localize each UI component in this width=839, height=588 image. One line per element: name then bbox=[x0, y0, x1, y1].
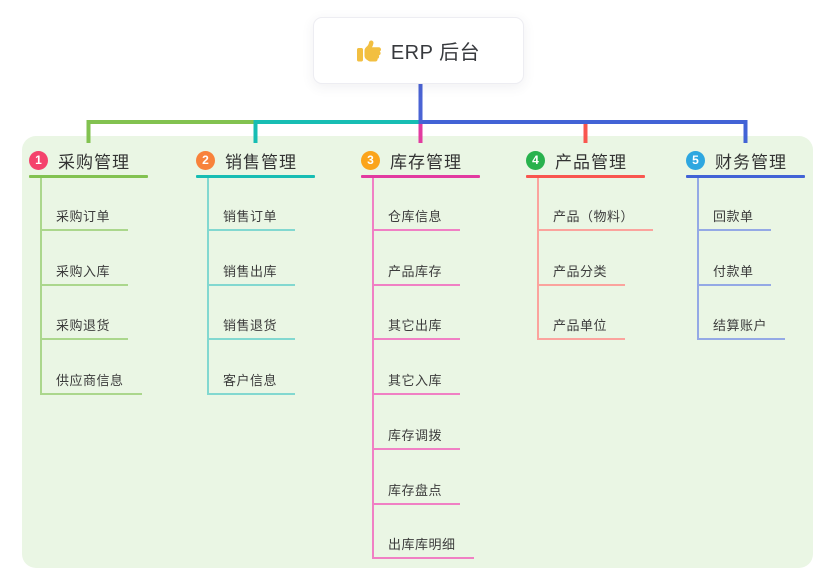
branch-4-spine bbox=[537, 178, 539, 340]
branch-1-underline bbox=[29, 175, 148, 178]
node-branch-3-child-4[interactable]: 其它入库 bbox=[388, 373, 443, 388]
branch-4-child-3-underline bbox=[537, 338, 625, 340]
mindmap-panel bbox=[22, 136, 813, 568]
branch-3-spine bbox=[372, 178, 374, 559]
root-node-title: ERP 后台 bbox=[390, 42, 481, 64]
branch-5-underline bbox=[686, 175, 805, 178]
node-branch-2-child-2[interactable]: 销售出库 bbox=[223, 264, 278, 279]
node-branch-3-header[interactable]: 3 库存管理 bbox=[361, 149, 462, 172]
branch-1-child-1-underline bbox=[40, 229, 128, 231]
node-branch-5-child-1[interactable]: 回款单 bbox=[713, 209, 754, 224]
branch-4-underline bbox=[526, 175, 645, 178]
branch-3-title: 库存管理 bbox=[390, 152, 462, 172]
node-branch-3-child-2[interactable]: 产品库存 bbox=[388, 264, 443, 279]
branch-3-child-5-underline bbox=[372, 448, 460, 450]
branch-2-child-3-underline bbox=[207, 338, 295, 340]
node-branch-1-child-1[interactable]: 采购订单 bbox=[56, 209, 111, 224]
branch-3-underline bbox=[361, 175, 480, 178]
branch-5-number-badge: 5 bbox=[686, 150, 705, 170]
branch-2-underline bbox=[196, 175, 315, 178]
branch-1-number-badge: 1 bbox=[29, 150, 48, 170]
branch-5-spine bbox=[697, 178, 699, 340]
branch-2-child-2-underline bbox=[207, 284, 295, 286]
branch-5-child-3-underline bbox=[697, 338, 785, 340]
branch-5-child-1-underline bbox=[697, 229, 771, 231]
node-branch-1-header[interactable]: 1 采购管理 bbox=[29, 149, 130, 172]
node-branch-3-child-7[interactable]: 出库库明细 bbox=[388, 537, 456, 552]
node-branch-5-child-3[interactable]: 结算账户 bbox=[713, 318, 768, 333]
branch-5-title: 财务管理 bbox=[715, 152, 787, 172]
branch-4-child-2-underline bbox=[537, 284, 625, 286]
node-branch-3-child-1[interactable]: 仓库信息 bbox=[388, 209, 443, 224]
node-branch-5-header[interactable]: 5 财务管理 bbox=[686, 149, 787, 172]
node-branch-2-child-1[interactable]: 销售订单 bbox=[223, 209, 278, 224]
node-branch-3-child-5[interactable]: 库存调拨 bbox=[388, 428, 443, 443]
branch-5-child-2-underline bbox=[697, 284, 771, 286]
branch-1-child-2-underline bbox=[40, 284, 128, 286]
branch-3-child-3-underline bbox=[372, 338, 460, 340]
branch-3-child-6-underline bbox=[372, 503, 460, 505]
branch-2-title: 销售管理 bbox=[225, 152, 297, 172]
branch-4-title: 产品管理 bbox=[555, 152, 627, 172]
node-branch-3-child-6[interactable]: 库存盘点 bbox=[388, 483, 443, 498]
node-branch-4-child-1[interactable]: 产品（物料） bbox=[553, 209, 635, 224]
node-branch-4-child-3[interactable]: 产品单位 bbox=[553, 318, 608, 333]
node-branch-1-child-2[interactable]: 采购入库 bbox=[56, 264, 111, 279]
node-branch-2-child-3[interactable]: 销售退货 bbox=[223, 318, 278, 333]
branch-1-child-4-underline bbox=[40, 393, 142, 395]
branch-4-child-1-underline bbox=[537, 229, 653, 231]
node-branch-4-header[interactable]: 4 产品管理 bbox=[526, 149, 627, 172]
branch-4-number-badge: 4 bbox=[526, 150, 545, 170]
branch-1-title: 采购管理 bbox=[58, 152, 130, 172]
branch-3-child-2-underline bbox=[372, 284, 460, 286]
branch-1-child-3-underline bbox=[40, 338, 128, 340]
branch-1-spine bbox=[40, 178, 42, 395]
branch-2-child-1-underline bbox=[207, 229, 295, 231]
branch-3-child-4-underline bbox=[372, 393, 460, 395]
node-branch-3-child-3[interactable]: 其它出库 bbox=[388, 318, 443, 333]
branch-2-child-4-underline bbox=[207, 393, 295, 395]
branch-3-number-badge: 3 bbox=[361, 150, 380, 170]
thumbs-up-icon bbox=[356, 39, 381, 61]
node-branch-1-child-4[interactable]: 供应商信息 bbox=[56, 373, 124, 388]
node-branch-5-child-2[interactable]: 付款单 bbox=[713, 264, 754, 279]
node-branch-2-child-4[interactable]: 客户信息 bbox=[223, 373, 278, 388]
branch-2-spine bbox=[207, 178, 209, 395]
node-branch-4-child-2[interactable]: 产品分类 bbox=[553, 264, 608, 279]
node-branch-1-child-3[interactable]: 采购退货 bbox=[56, 318, 111, 333]
root-node-erp[interactable]: ERP 后台 bbox=[313, 17, 524, 84]
branch-3-child-7-underline bbox=[372, 557, 474, 559]
branch-3-child-1-underline bbox=[372, 229, 460, 231]
node-branch-2-header[interactable]: 2 销售管理 bbox=[196, 149, 297, 172]
branch-2-number-badge: 2 bbox=[196, 150, 215, 170]
